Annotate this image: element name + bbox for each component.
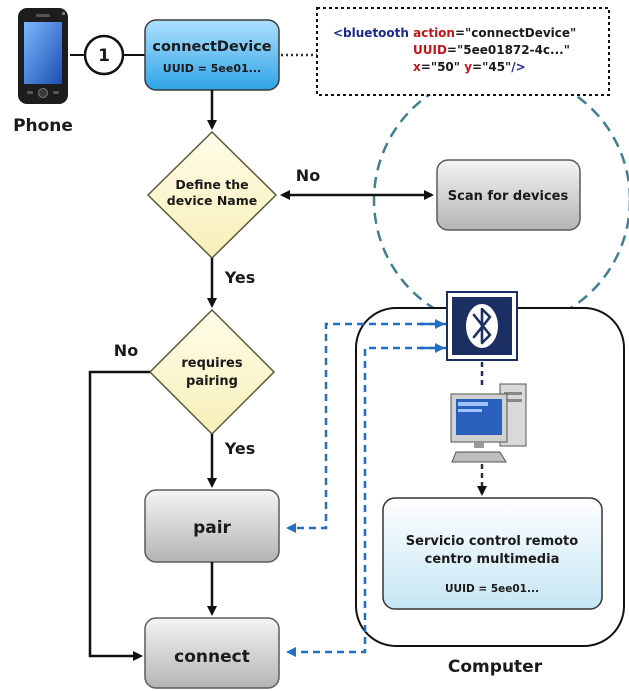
connect-label: connect xyxy=(174,647,250,667)
decision-define-name-line2: device Name xyxy=(167,193,258,208)
decision-define-name-line1: Define the xyxy=(175,177,248,192)
pair-label: pair xyxy=(193,518,231,538)
code-line-3: x="50" y="45"/> xyxy=(413,60,526,74)
code-line-1: <bluetooth action="connectDevice" xyxy=(333,26,576,40)
service-line1: Servicio control remoto xyxy=(406,534,578,549)
step-number: 1 xyxy=(98,46,110,66)
code-snippet-box xyxy=(316,7,610,96)
phone-icon xyxy=(18,8,68,104)
code-line-2: UUID="5ee01872-4c..." xyxy=(413,43,570,57)
desktop-computer-icon xyxy=(450,383,527,463)
pairing-no-label: No xyxy=(114,341,138,360)
connect-device-title: connectDevice xyxy=(152,39,271,55)
define-no-label: No xyxy=(296,166,320,185)
bluetooth-link-connect xyxy=(286,346,448,657)
scan-devices-box xyxy=(436,159,581,231)
connect-device-box xyxy=(144,19,280,91)
decision-requires-pairing xyxy=(148,308,276,436)
pairing-yes-label: Yes xyxy=(224,439,256,458)
scan-devices-label: Scan for devices xyxy=(448,189,569,204)
connect-box xyxy=(144,617,280,689)
decision-pairing-line2: pairing xyxy=(186,374,238,389)
connect-device-uuid: UUID = 5ee01... xyxy=(163,62,261,75)
phone-label: Phone xyxy=(13,116,73,136)
bluetooth-icon xyxy=(446,291,518,361)
service-line2: centro multimedia xyxy=(425,552,560,567)
computer-label: Computer xyxy=(448,657,543,677)
arrow-pairing-no-to-connect xyxy=(88,370,150,661)
decision-pairing-line1: requires xyxy=(181,356,242,371)
service-box xyxy=(382,497,603,610)
service-uuid: UUID = 5ee01... xyxy=(445,583,539,595)
bluetooth-link-pair xyxy=(286,322,448,533)
define-yes-label: Yes xyxy=(224,268,256,287)
